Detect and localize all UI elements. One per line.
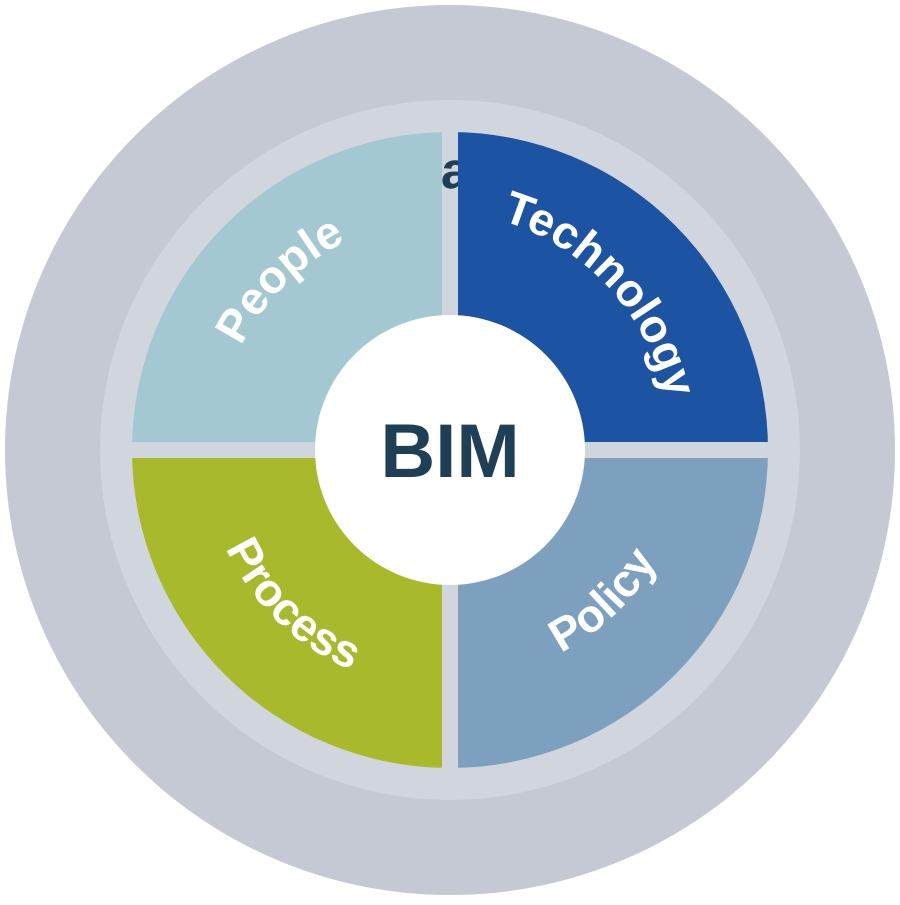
center-label: BIM	[380, 409, 519, 494]
center-circle	[315, 315, 585, 585]
